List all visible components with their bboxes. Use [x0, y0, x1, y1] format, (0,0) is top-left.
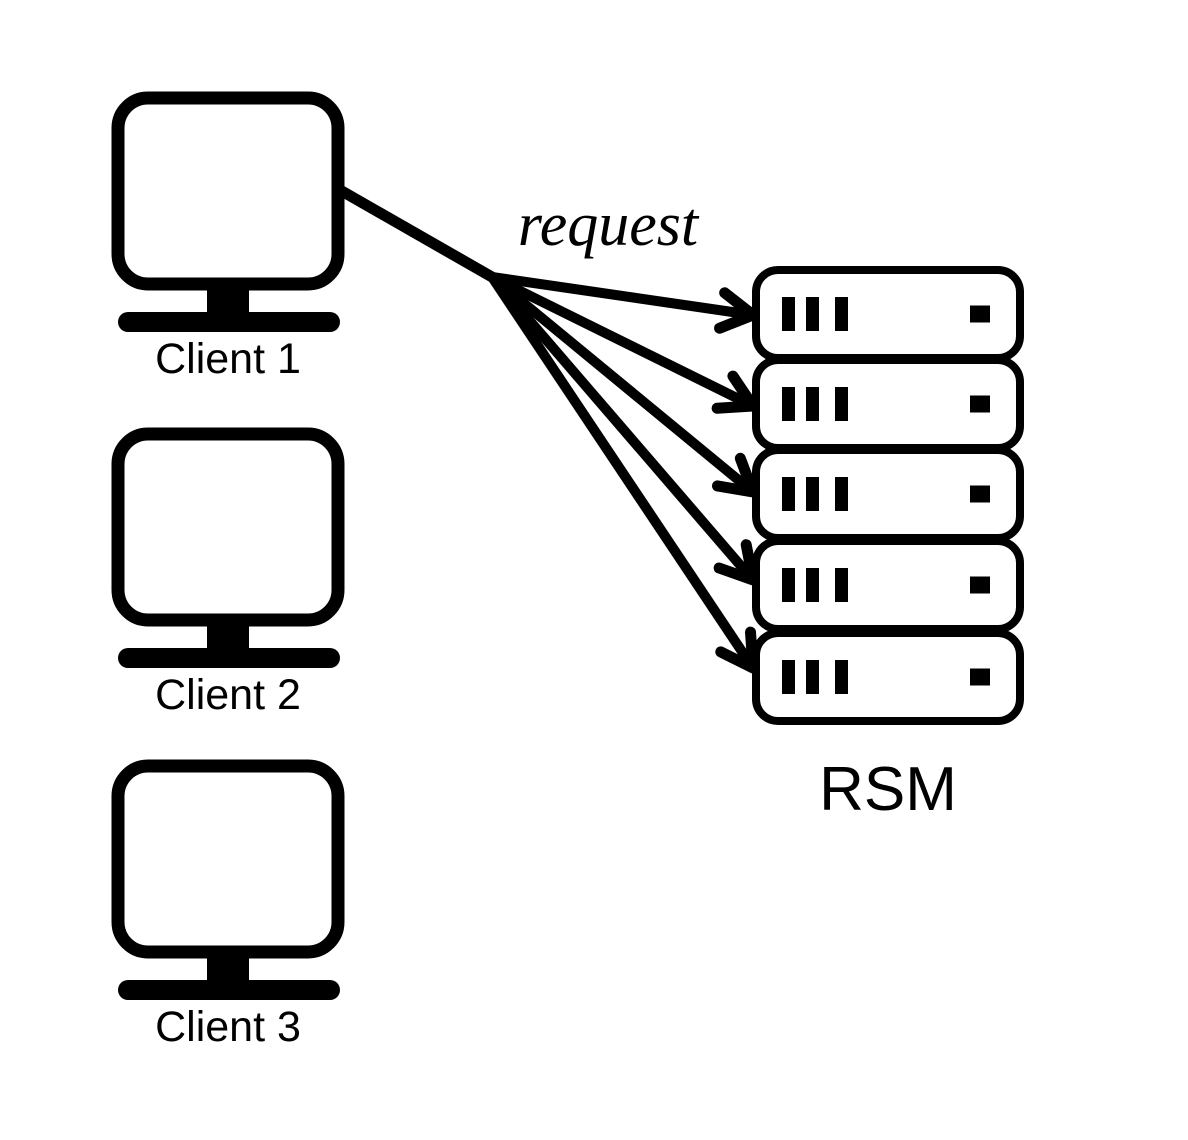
rsm-unit-body — [752, 629, 1024, 725]
rsm-unit-bay-icon — [835, 568, 848, 602]
rsm-unit-led-icon — [970, 668, 990, 686]
rsm-unit-bay-icon — [835, 660, 848, 694]
rsm-unit-bay-icon — [835, 387, 848, 421]
client-label-1: Client 1 — [155, 335, 301, 383]
monitor-base-icon — [118, 312, 340, 332]
rsm-unit-bay-icon — [782, 568, 795, 602]
rsm-unit-bay-icon — [806, 568, 819, 602]
monitor-base-icon — [118, 648, 340, 668]
monitor-screen-icon — [111, 427, 345, 627]
rsm-unit-bay-icon — [806, 297, 819, 331]
request-arrow-line-2 — [487, 272, 758, 411]
monitor-neck-icon — [207, 284, 249, 314]
monitor-screen-icon — [111, 91, 345, 291]
client-label-3: Client 3 — [155, 1003, 301, 1051]
rsm-unit-bay-icon — [806, 660, 819, 694]
rsm-unit-led-icon — [970, 305, 990, 323]
monitor-neck-icon — [207, 952, 249, 982]
rsm-unit-bay-icon — [806, 477, 819, 511]
monitor-base-icon — [118, 980, 340, 1000]
client-label-2: Client 2 — [155, 671, 301, 719]
monitor-screen-icon — [111, 759, 345, 959]
rsm-unit-bay-icon — [782, 660, 795, 694]
rsm-unit-bay-icon — [806, 387, 819, 421]
rsm-unit-led-icon — [970, 485, 990, 503]
rsm-unit[interactable] — [752, 537, 1024, 633]
rsm-unit-bay-icon — [835, 477, 848, 511]
request-arrow-line-5 — [487, 272, 758, 673]
rsm-unit[interactable] — [752, 446, 1024, 542]
client-group-3[interactable]: Client 3 — [111, 759, 345, 1051]
rsm-unit[interactable] — [752, 629, 1024, 725]
request-label: request — [518, 191, 700, 259]
rsm-label: RSM — [819, 755, 957, 824]
rsm-unit-bay-icon — [835, 297, 848, 331]
rsm-unit-bay-icon — [782, 297, 795, 331]
rsm-unit-led-icon — [970, 395, 990, 413]
rsm-unit-bay-icon — [782, 477, 795, 511]
request-arrow-line-4 — [487, 272, 758, 585]
rsm-stack[interactable] — [752, 266, 1024, 725]
request-arrow-line-1 — [487, 272, 758, 320]
monitor-neck-icon — [207, 620, 249, 650]
rsm-unit-led-icon — [970, 576, 990, 594]
client-group-2[interactable]: Client 2 — [111, 427, 345, 719]
request-arrow-line-3 — [487, 272, 758, 497]
rsm-unit[interactable] — [752, 356, 1024, 452]
rsm-unit[interactable] — [752, 266, 1024, 362]
request-connector — [334, 184, 759, 674]
rsm-unit-bay-icon — [782, 387, 795, 421]
request-stem-line — [334, 184, 498, 283]
client-group-1[interactable]: Client 1 — [111, 91, 345, 383]
